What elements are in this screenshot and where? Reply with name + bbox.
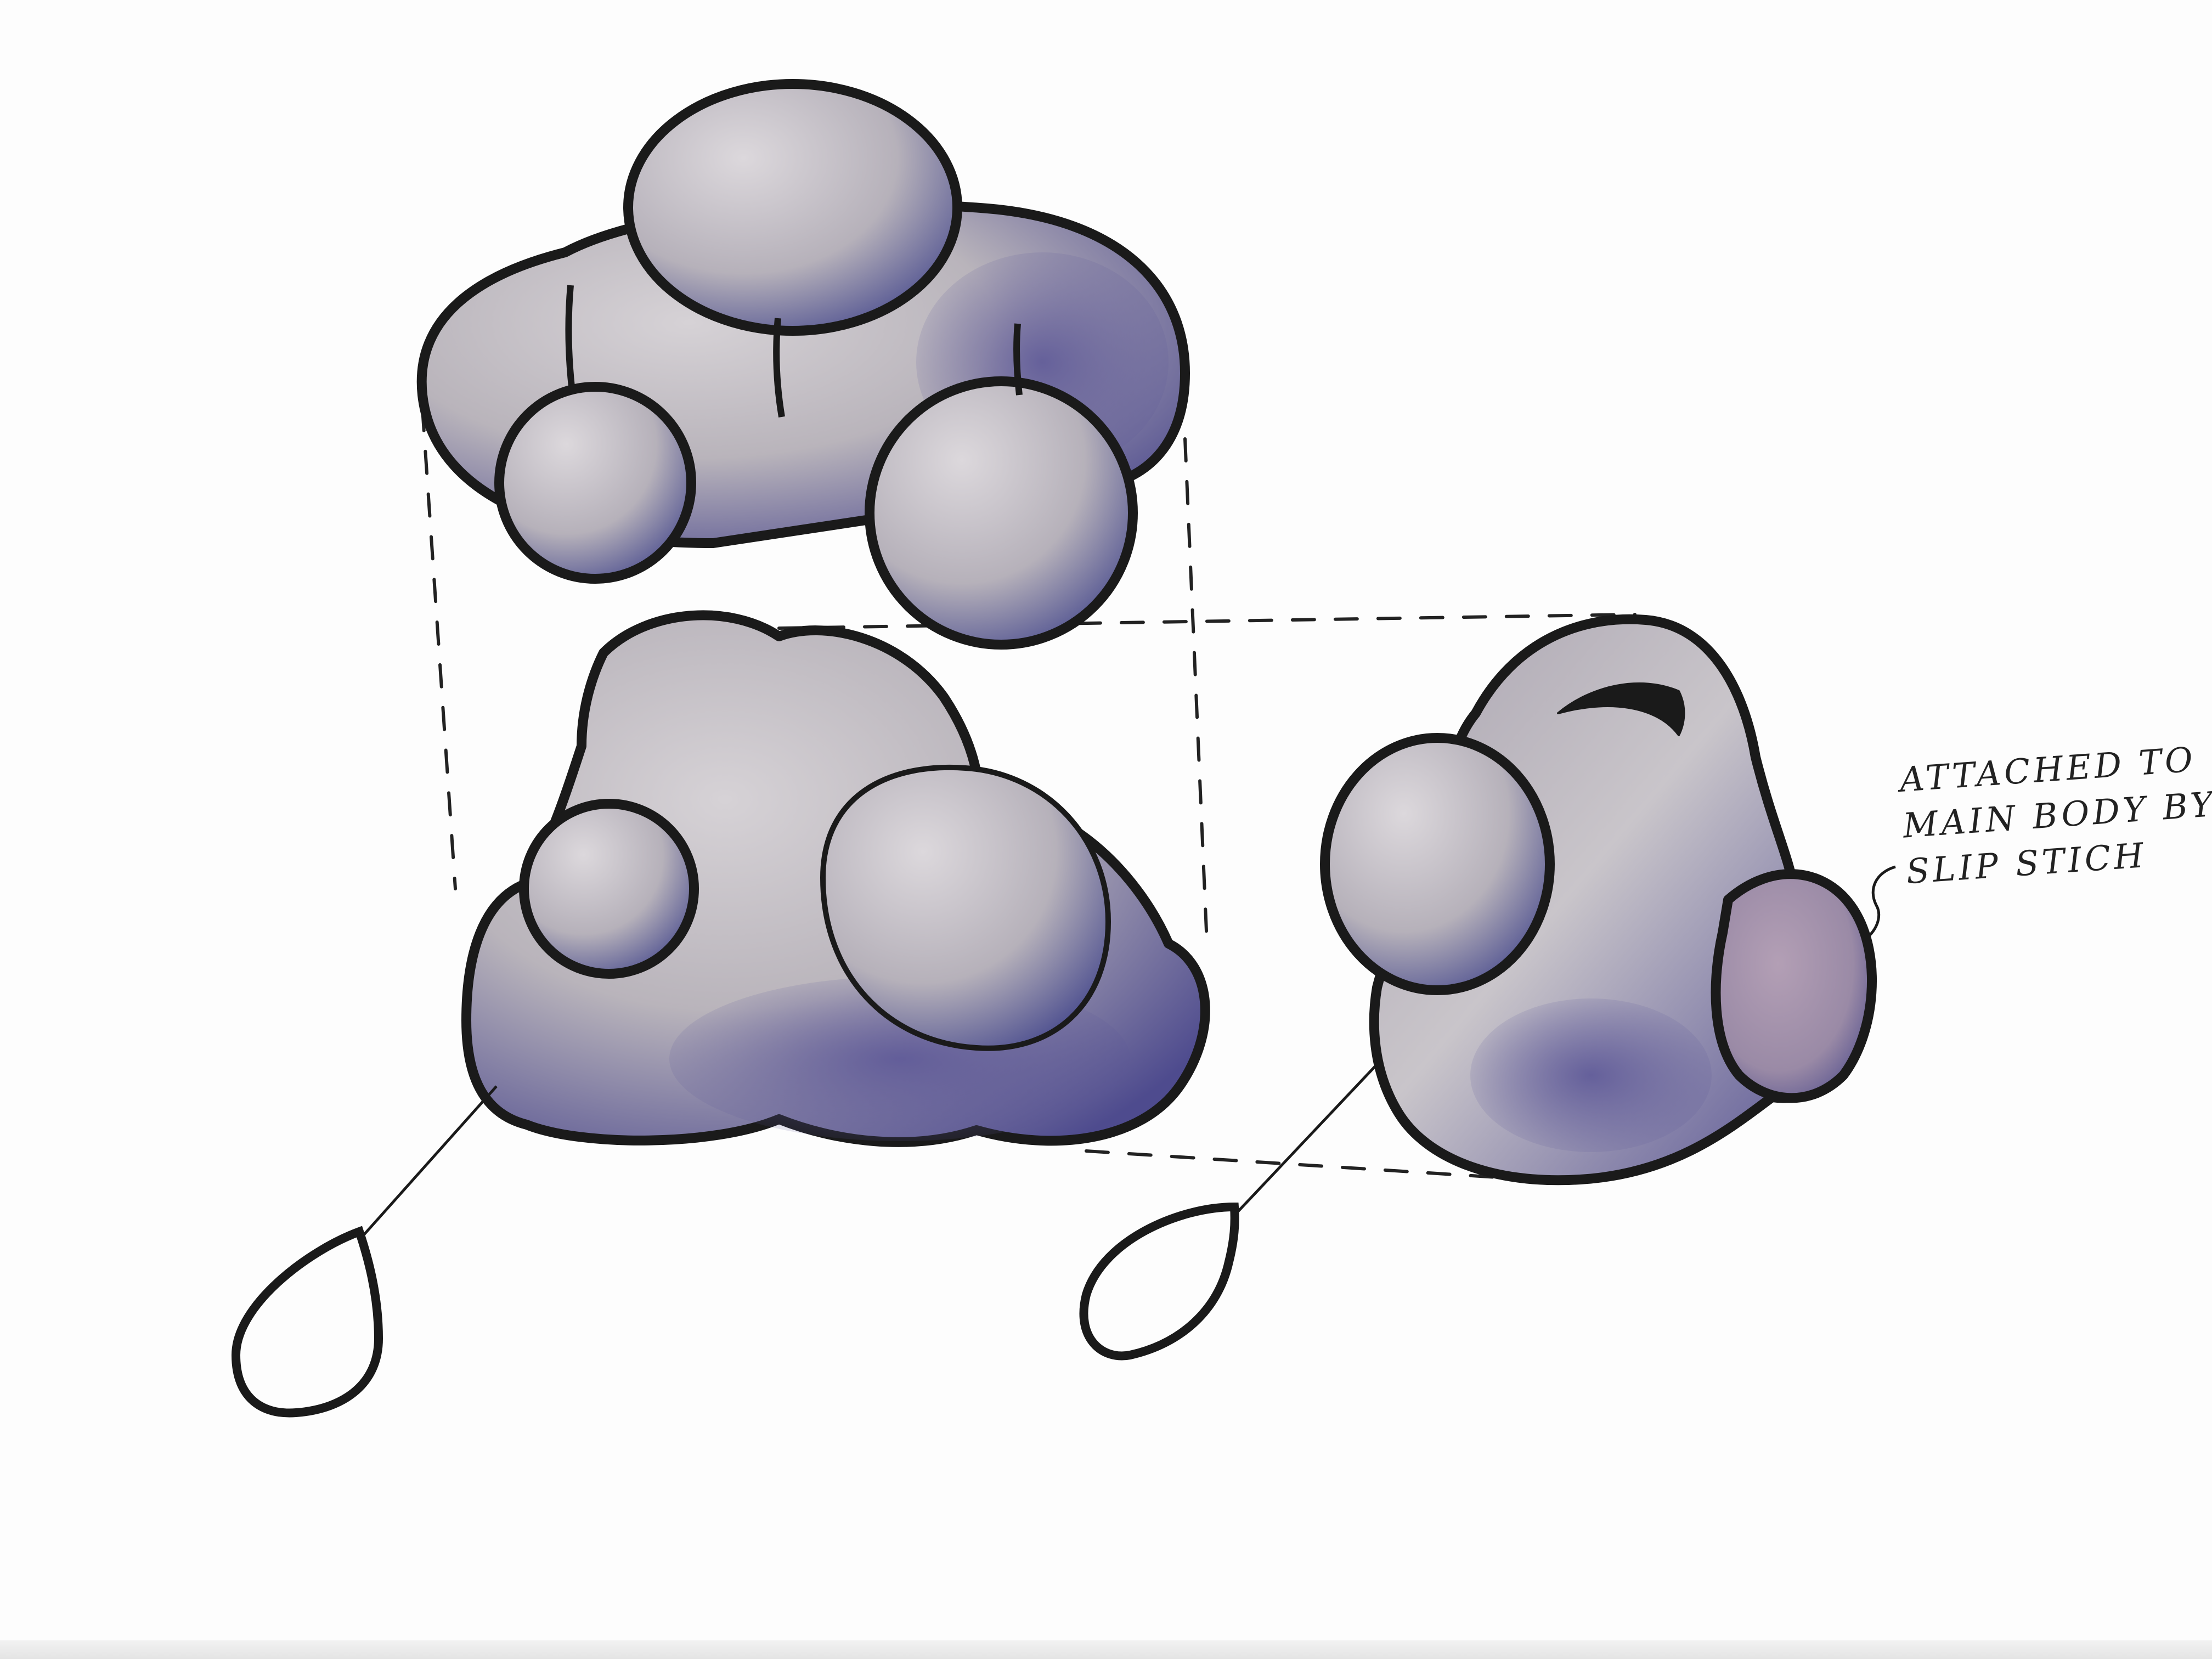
top-view-seam-3 [1013,323,1023,396]
front-view-left-bump [519,799,699,979]
slip-stitch-annotation: ATTACHED TO MAIN BODY BY SLIP STICH [1898,736,2212,895]
top-view-seam-2 [773,318,785,417]
guide-bottom-horizontal [1085,1149,1516,1180]
side-view-loop-string [1236,1063,1378,1214]
side-view-loop-drop [1079,1202,1239,1361]
top-view-left-foot [494,382,696,584]
side-view-eye-arc [1557,682,1685,736]
projection-guides [421,407,1637,1180]
side-view-shade [1470,998,1712,1152]
front-view [461,610,1210,1147]
side-view [1320,614,1877,1186]
guide-right-vertical [1183,437,1209,945]
guide-top-horizontal [777,613,1637,630]
guide-left-vertical [421,407,457,890]
annotation-leader [1861,865,1896,943]
side-view-hanging-loop [1079,1063,1378,1361]
front-view-loop-drop [231,1226,383,1418]
front-view-hanging-loop [231,1085,498,1418]
top-view-seam-1 [565,285,575,387]
top-view [416,79,1190,650]
side-view-ear [1711,869,1877,1103]
side-view-front-bump [1320,733,1555,995]
front-view-right-bump [820,765,1111,1051]
top-view-right-foot [865,376,1138,650]
front-view-loop-string [358,1085,498,1241]
paper-bottom-edge [0,1640,2212,1659]
top-view-top-bump [623,79,962,336]
